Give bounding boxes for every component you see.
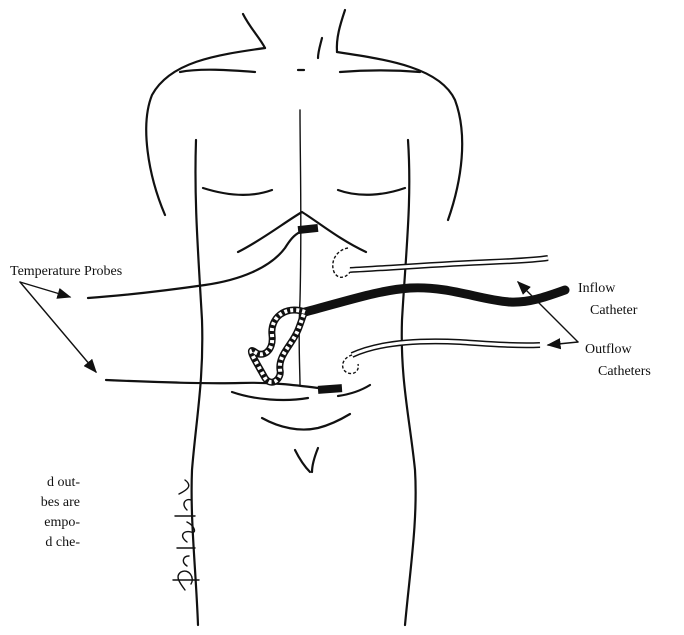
outflow-label-line2: Catheters (598, 364, 651, 379)
temperature-probe-lower (106, 380, 342, 394)
inflow-catheter (251, 288, 565, 382)
outflow-catheter-lower (343, 341, 540, 373)
temperature-probes-label: Temperature Probes (10, 264, 122, 279)
caption-line-3: empo- (0, 514, 80, 532)
temperature-probes-arrows (20, 282, 96, 372)
caption-line-1: d out- (0, 474, 80, 492)
caption-line-2: bes are (0, 494, 80, 512)
inflow-label-line2: Catheter (590, 303, 638, 318)
temperature-probe-upper (88, 224, 318, 298)
caption-line-4: d che- (0, 534, 80, 552)
outflow-label-line1: Outflow (585, 342, 633, 357)
inflow-label-line1: Inflow (578, 281, 616, 296)
